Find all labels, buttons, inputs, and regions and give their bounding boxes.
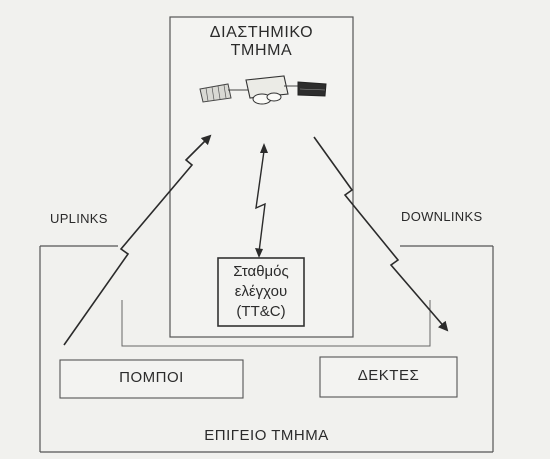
space-segment-title-line2: ΤΜΗΜΑ bbox=[230, 42, 293, 59]
ttc-link-arrow bbox=[255, 143, 268, 258]
satellite-icon bbox=[199, 75, 327, 105]
inner-connector bbox=[121, 300, 431, 347]
receivers-label: ΔΕΚΤΕΣ bbox=[357, 367, 420, 384]
uplinks-label: UPLINKS bbox=[50, 211, 108, 226]
space-segment-title-line1: ΔΙΑΣΤΗΜΙΚΟ bbox=[209, 24, 314, 41]
downlink-arrow bbox=[313, 136, 449, 332]
control-station-line3: (TT&C) bbox=[236, 303, 286, 320]
ground-segment-frame bbox=[39, 246, 494, 453]
transmitters-label: ΠΟΜΠΟΙ bbox=[119, 369, 184, 386]
ground-segment-title: ΕΠΙΓΕΙΟ ΤΜΗΜΑ bbox=[204, 427, 329, 444]
space-segment-title: ΔΙΑΣΤΗΜΙΚΟ ΤΜΗΜΑ bbox=[170, 24, 353, 60]
control-station-box bbox=[217, 257, 305, 327]
uplink-arrow bbox=[63, 134, 212, 346]
control-station-label: Σταθμός ελέγχου (TT&C) bbox=[218, 262, 304, 322]
receivers-box bbox=[319, 356, 458, 398]
transmitters-box bbox=[59, 359, 244, 399]
downlinks-label: DOWNLINKS bbox=[401, 209, 483, 224]
control-station-line1: Σταθμός bbox=[233, 263, 289, 280]
control-station-line2: ελέγχου bbox=[234, 283, 288, 300]
